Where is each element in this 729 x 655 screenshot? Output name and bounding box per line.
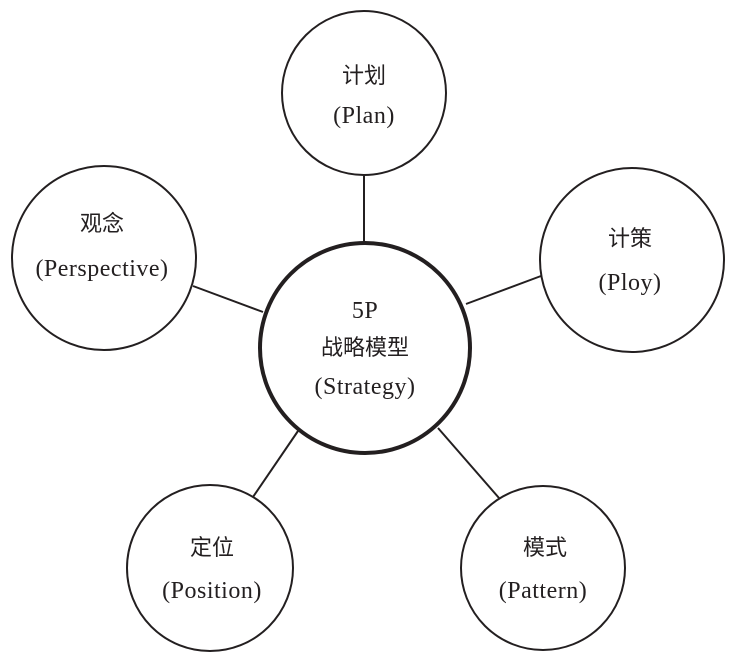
- node-perspective-circle: [11, 165, 197, 351]
- node-pattern-circle: [460, 485, 626, 651]
- edge-strategy-position: [252, 430, 299, 498]
- node-plan-circle: [281, 10, 447, 176]
- node-position-circle: [126, 484, 294, 652]
- node-ploy-circle: [539, 167, 725, 353]
- node-pattern-en-label: (Pattern): [499, 578, 587, 604]
- node-perspective: 观念 (Perspective): [11, 165, 197, 351]
- edge-strategy-pattern: [437, 427, 500, 499]
- node-strategy-line2: 战略模型: [321, 336, 409, 361]
- node-plan-en-label: (Plan): [333, 103, 395, 129]
- node-plan-cn-label: 计划: [342, 64, 386, 89]
- node-strategy-line1: 5P: [352, 298, 378, 324]
- node-pattern: 模式 (Pattern): [460, 485, 626, 651]
- node-strategy-circle: [258, 241, 472, 455]
- node-perspective-cn-label: 观念: [80, 212, 124, 237]
- node-ploy-en-label: (Ploy): [599, 270, 662, 296]
- node-perspective-en-label: (Perspective): [35, 256, 168, 282]
- edge-strategy-perspective: [192, 285, 264, 313]
- node-strategy-center: 5P 战略模型 (Strategy): [258, 241, 472, 455]
- node-position: 定位 (Position): [126, 484, 294, 652]
- node-ploy-cn-label: 计策: [608, 227, 652, 252]
- node-ploy: 计策 (Ploy): [539, 167, 725, 353]
- node-plan: 计划 (Plan): [281, 10, 447, 176]
- edge-strategy-ploy: [465, 275, 542, 305]
- node-pattern-cn-label: 模式: [523, 536, 567, 561]
- node-position-en-label: (Position): [162, 578, 262, 604]
- node-strategy-line3: (Strategy): [315, 374, 416, 400]
- node-position-cn-label: 定位: [190, 536, 234, 561]
